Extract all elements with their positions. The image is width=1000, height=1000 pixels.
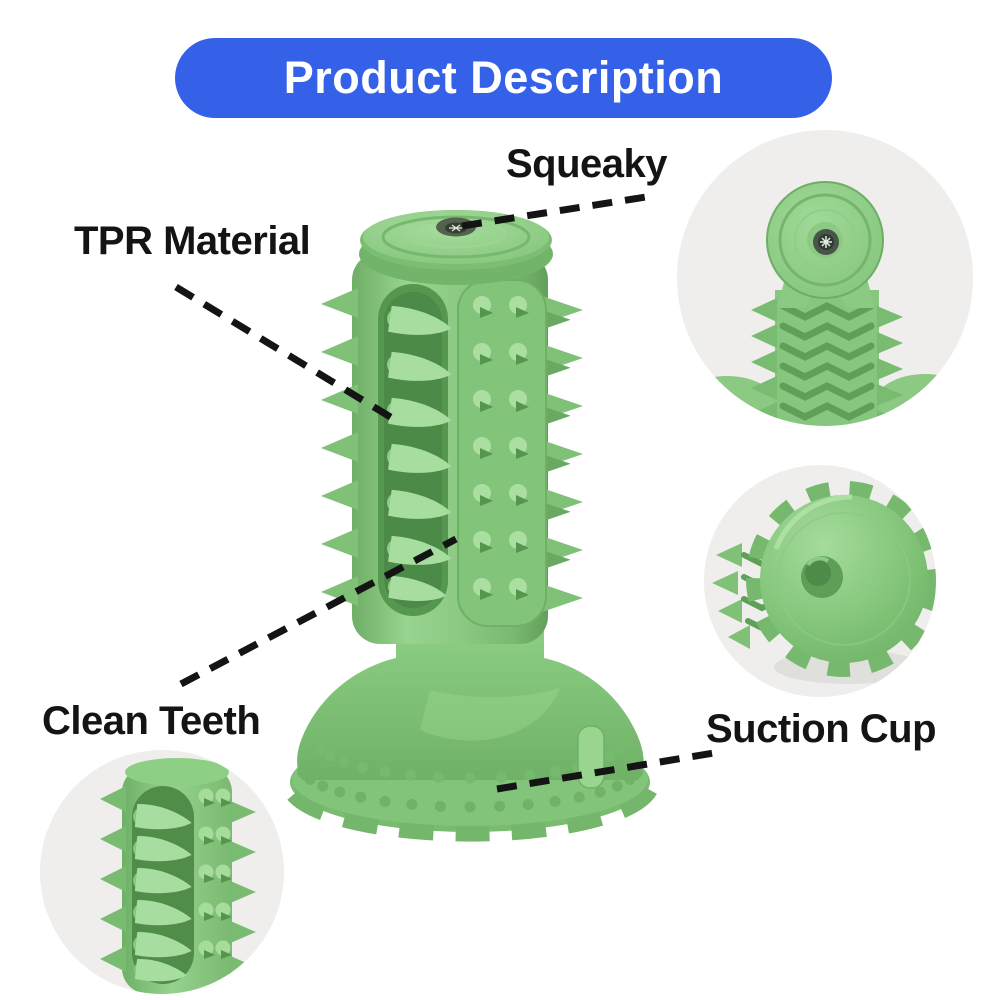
teeth-closeup-drawing xyxy=(100,758,256,994)
suction-center-hole xyxy=(801,556,843,598)
inset-squeaky-photo xyxy=(677,130,973,426)
toy-bristle-groove xyxy=(378,284,452,616)
suction-closeup-drawing xyxy=(712,481,936,684)
callout-clean-teeth: Clean Teeth xyxy=(42,699,261,743)
toy-top-cap xyxy=(359,210,553,285)
leader-lines xyxy=(174,193,715,793)
teeth-nub-rows xyxy=(198,788,232,959)
base-stub xyxy=(577,725,605,789)
banner: Product Description xyxy=(175,38,832,118)
leader-clean-teeth xyxy=(179,535,458,688)
teeth-cones xyxy=(132,804,192,982)
callout-squeaky: Squeaky xyxy=(506,142,668,186)
base-scalloped-edge xyxy=(283,783,657,842)
inset-suction-cup-photo xyxy=(704,465,936,697)
bristle-teeth xyxy=(386,305,452,601)
leader-tpr-material xyxy=(174,284,399,424)
nub-rows xyxy=(473,296,529,600)
banner-title: Product Description xyxy=(283,52,724,103)
inset-clean-teeth-photo xyxy=(40,750,284,994)
squeaker-hole-closeup xyxy=(813,229,839,255)
toy-body xyxy=(321,210,583,644)
toy-suction-base xyxy=(283,622,657,842)
leader-suction-cup xyxy=(496,749,715,793)
callout-tpr-material: TPR Material xyxy=(74,219,311,263)
callout-suction-cup: Suction Cup xyxy=(706,707,937,751)
base-bell xyxy=(297,622,644,780)
toy-nub-panel xyxy=(457,279,547,627)
